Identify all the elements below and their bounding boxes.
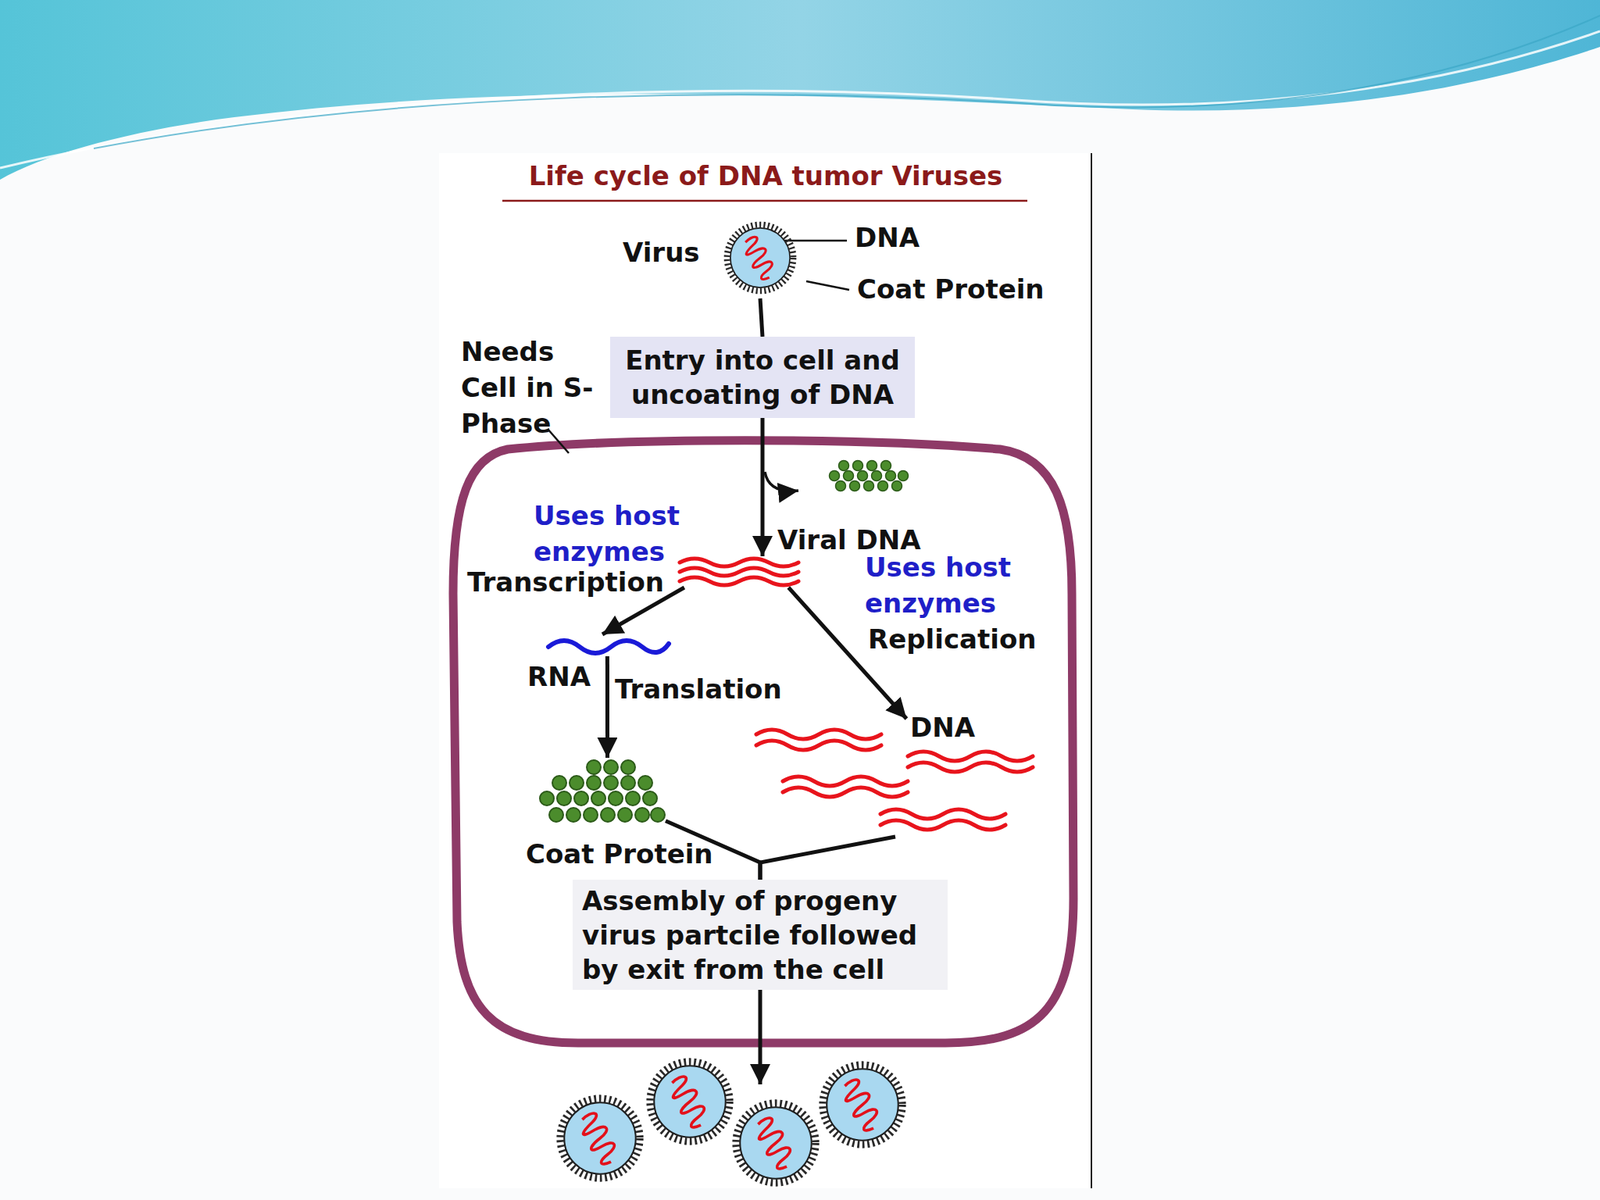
leader-line xyxy=(806,281,850,290)
title-underline xyxy=(502,200,1028,203)
header-band xyxy=(0,0,1600,180)
protein-dot xyxy=(600,807,615,822)
protein-dot xyxy=(638,775,653,790)
protein-dot xyxy=(621,760,636,775)
protein-dot xyxy=(898,471,909,482)
protein-dot xyxy=(557,791,572,806)
protein-dot xyxy=(881,460,892,472)
protein-dot xyxy=(885,471,897,482)
protein-dot xyxy=(625,791,640,806)
protein-dot xyxy=(892,481,903,492)
protein-dot xyxy=(591,791,606,806)
progeny-virus xyxy=(822,1064,903,1145)
node-label: DNA xyxy=(910,710,975,745)
node-label: Virus xyxy=(622,235,700,270)
node-label: Entry into cell and uncoating of DNA xyxy=(619,342,906,412)
protein-dot xyxy=(574,791,589,806)
coat-protein: Coat Protein xyxy=(539,757,666,825)
protein-dot xyxy=(549,807,564,822)
progeny-virus xyxy=(650,1061,730,1142)
protein-dot xyxy=(617,807,633,822)
protein-dot xyxy=(853,460,864,472)
protein-dot xyxy=(566,807,581,822)
text-label: Uses host enzymes xyxy=(864,549,1029,622)
figure-panel xyxy=(439,153,1092,1189)
node-label: Assembly of progeny virus partcile follo… xyxy=(582,883,939,987)
protein-dot xyxy=(642,791,658,806)
protein-dot xyxy=(569,775,584,790)
node-label: RNA xyxy=(527,659,591,694)
protein-dot xyxy=(867,460,878,472)
process-box: Entry into cell and uncoating of DNA xyxy=(610,336,915,418)
virus-shape xyxy=(727,225,794,292)
protein-dot xyxy=(650,807,665,822)
protein-dot xyxy=(864,481,875,492)
protein-dot xyxy=(583,807,598,822)
rna-strand xyxy=(548,640,669,654)
protein-dot xyxy=(839,460,850,472)
protein-dot xyxy=(850,481,861,492)
node-label: Coat Protein xyxy=(525,836,714,872)
protein-dot xyxy=(586,760,601,775)
protein-dot xyxy=(829,471,840,482)
exit-arrow xyxy=(758,989,763,1085)
cell-membrane xyxy=(453,440,1074,1043)
protein-dot xyxy=(878,481,889,492)
protein-dot xyxy=(857,471,868,482)
viral-dna: Viral DNA xyxy=(678,556,801,588)
text-label: Coat Protein xyxy=(857,271,1045,307)
protein-dot xyxy=(871,471,883,482)
protein-dot xyxy=(552,775,567,790)
flow-arrow xyxy=(760,836,896,880)
edge-label: Transcription xyxy=(467,564,665,600)
text-label: Uses host enzymes xyxy=(533,497,698,570)
flow-arrow xyxy=(760,298,763,337)
release-arrow xyxy=(764,471,799,492)
dna-copies: DNA xyxy=(754,718,1036,837)
edge-label: Translation xyxy=(614,671,783,707)
header-wave xyxy=(93,15,1600,149)
panel-border xyxy=(1090,153,1093,1189)
virus-particle: Virus xyxy=(719,217,801,299)
progeny-virus xyxy=(560,1098,640,1179)
protein-dot xyxy=(603,775,618,790)
progeny-virus xyxy=(735,1103,816,1183)
protein-dot xyxy=(608,791,623,806)
process-box: Assembly of progeny virus partcile follo… xyxy=(572,879,948,990)
text-label: DNA xyxy=(854,220,920,255)
protein-dot xyxy=(586,775,601,790)
dna-copy xyxy=(782,776,908,797)
header-wave xyxy=(0,31,1600,168)
text-label: Needs Cell in S-Phase xyxy=(460,333,594,442)
protein-dot xyxy=(621,775,636,790)
protein-dot xyxy=(843,471,854,482)
diagram-title: Life cycle of DNA tumor Viruses xyxy=(439,158,1093,193)
protein-cluster xyxy=(539,760,665,822)
dna-copy xyxy=(880,809,1006,830)
viral-dna-strand xyxy=(679,558,799,586)
rna-strand: RNA xyxy=(546,634,672,657)
edge-label: Replication xyxy=(867,621,1036,657)
flow-arrow xyxy=(605,656,610,758)
protein-dot xyxy=(539,791,554,806)
protein-dot xyxy=(635,807,650,822)
protein-dot xyxy=(835,481,847,492)
dna-copy xyxy=(756,729,882,750)
dna-copy xyxy=(907,751,1033,772)
flow-arrow xyxy=(760,417,765,557)
protein-dot xyxy=(603,760,618,775)
virus-icon xyxy=(719,217,801,299)
protein-cluster xyxy=(829,460,909,492)
